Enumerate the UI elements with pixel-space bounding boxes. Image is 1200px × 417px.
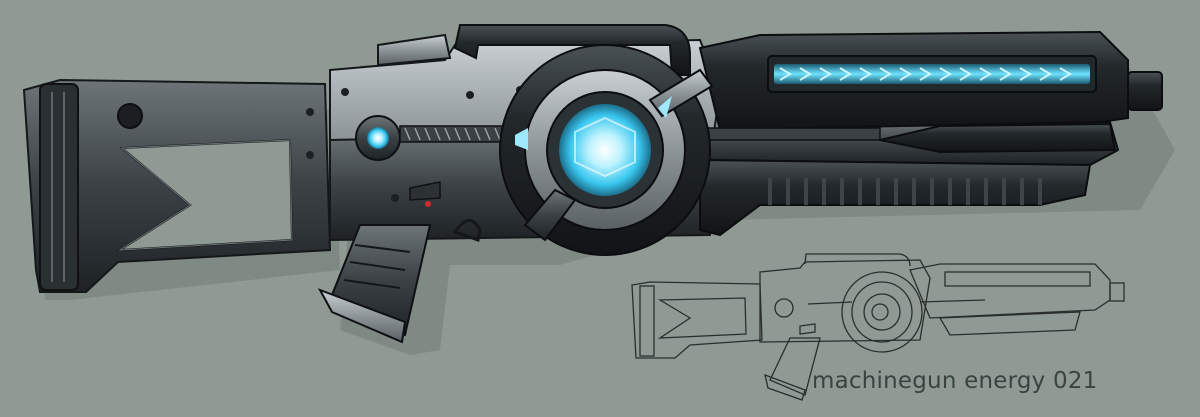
barrel-housing bbox=[689, 30, 1163, 237]
energy-core bbox=[499, 44, 714, 256]
stock bbox=[22, 78, 332, 293]
pistol-grip bbox=[317, 224, 432, 344]
energy-bar-icon bbox=[774, 64, 1090, 84]
machinegun-render bbox=[22, 24, 1175, 355]
machinegun-line-sketch bbox=[631, 253, 1125, 401]
artwork-caption: machinegun energy 021 bbox=[812, 368, 1098, 394]
energy-core-glow-icon bbox=[559, 104, 651, 196]
